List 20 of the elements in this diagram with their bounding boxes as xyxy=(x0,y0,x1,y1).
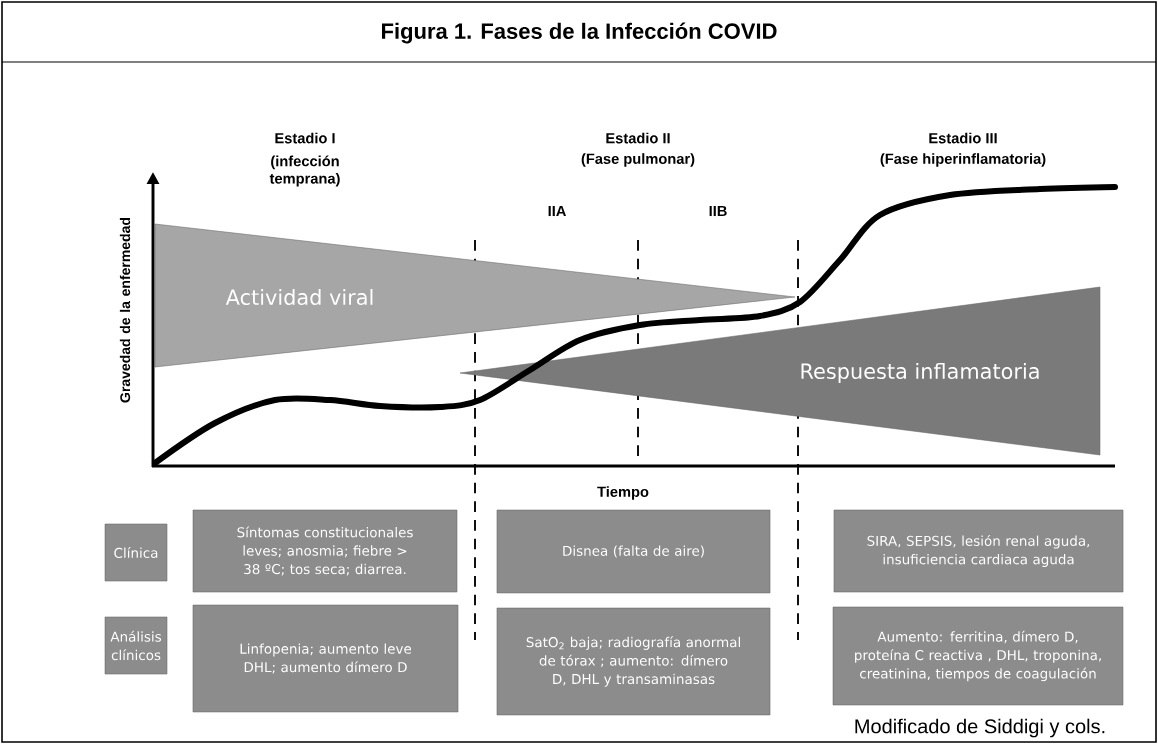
category-box: Aumento: ferritina, dímero D, proteína C reactiva , DHL, troponina, creatinina, tiempos de coagulación xyxy=(832,606,1124,706)
category-box: SIRA, SEPSIS, lesión renal aguda, insuficiencia cardiaca aguda xyxy=(833,509,1124,593)
category-box: Clínica xyxy=(104,523,168,582)
figure-title: Figura 1. Fases de la Infección COVID xyxy=(382,22,777,44)
stage-label: (infección temprana) xyxy=(269,155,340,187)
stage-label: Estadio III xyxy=(929,132,997,144)
stage-label: Estadio I xyxy=(275,132,335,144)
stage-label: Estadio II xyxy=(606,132,670,144)
stage-label: (Fase hiperinflamatoria) xyxy=(880,153,1046,167)
triangle-band: Respuesta inflamatoria xyxy=(459,286,1101,456)
category-box: Análisis clínicos xyxy=(104,616,168,675)
category-box: SatO$_{2}$ baja; radiografía anormal de tórax ; aumento: dímero D, DHL y transaminasas xyxy=(496,607,771,716)
category-box: Síntomas constitucionales leves; anosmia; fiebre > 38 ºC; tos seca; diarrea. xyxy=(192,509,458,593)
source-caption: Modificado de Siddigi y cols. xyxy=(855,718,1105,738)
category-box: Linfopenia; aumento leve DHL; aumento dímero D xyxy=(192,604,459,713)
axis-label: Tiempo xyxy=(597,486,649,500)
axis-label: Gravedad de la enfermedad xyxy=(119,217,131,403)
category-box: Disnea (falta de aire) xyxy=(496,509,771,594)
triangle-band: Actividad viral xyxy=(154,223,796,368)
stage-label: (Fase pulmonar) xyxy=(581,153,695,167)
